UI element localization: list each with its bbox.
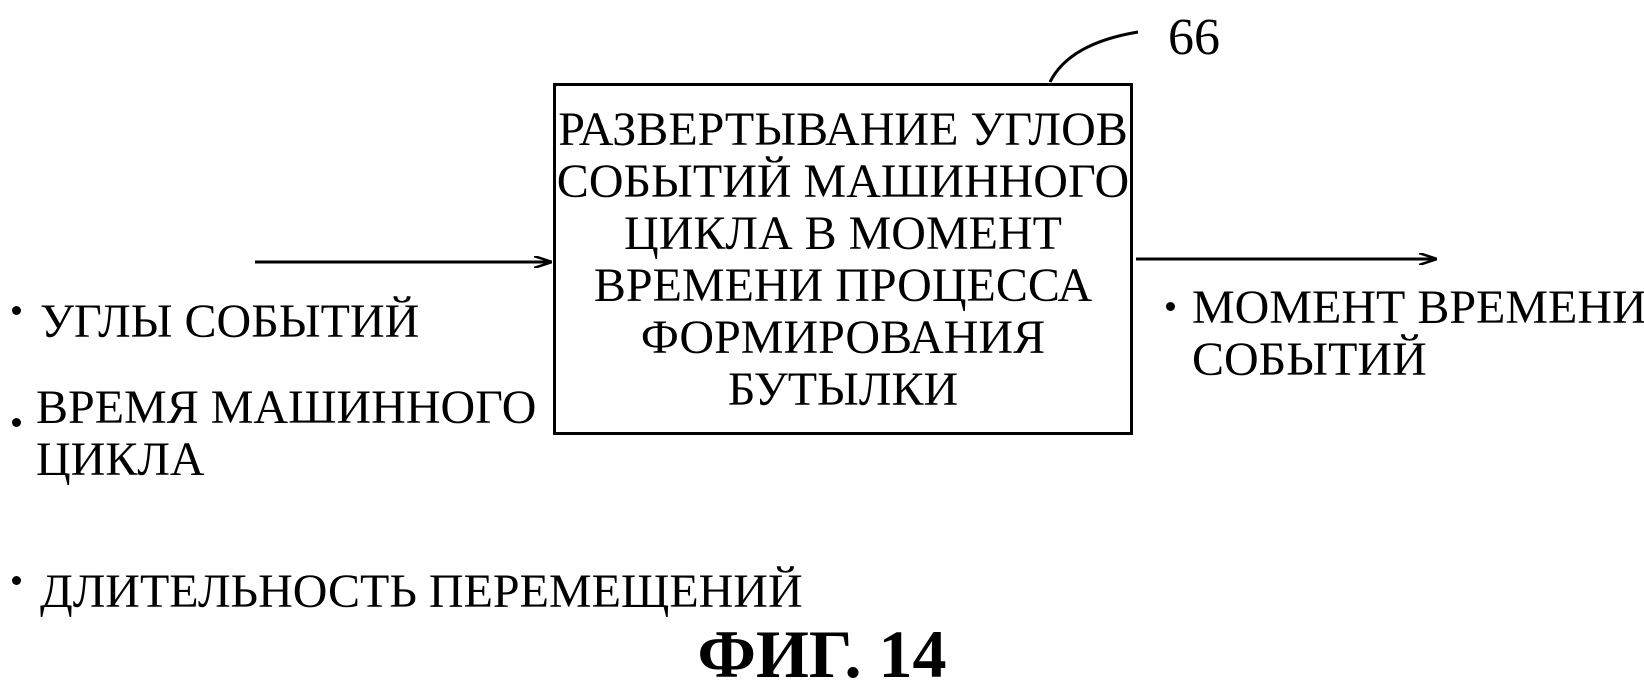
input-label-event-angles: УГЛЫ СОБЫТИЙ xyxy=(40,295,420,348)
reference-leader-line xyxy=(1048,30,1139,83)
reference-numeral: 66 xyxy=(1168,9,1220,66)
output-bullet xyxy=(1166,302,1175,311)
input-label-machine-cycle-time: ВРЕМЯ МАШИННОГО ЦИКЛА xyxy=(36,382,536,486)
input-bullet xyxy=(12,418,21,427)
process-block-line: СОБЫТИЙ МАШИННОГО xyxy=(556,155,1130,208)
input-bullet xyxy=(12,306,21,315)
process-block-line: ВРЕМЕНИ ПРОЦЕССА xyxy=(593,259,1093,312)
process-block-line: БУТЫЛКИ xyxy=(727,363,959,416)
process-block-line: ФОРМИРОВАНИЯ xyxy=(640,311,1046,364)
process-block: РАЗВЕРТЫВАНИЕ УГЛОВ СОБЫТИЙ МАШИННОГО ЦИ… xyxy=(553,83,1133,435)
figure-caption: ФИГ. 14 xyxy=(697,616,947,692)
input-label-line: ВРЕМЯ МАШИННОГО xyxy=(36,381,537,434)
input-label-line: ЦИКЛА xyxy=(36,433,205,486)
output-label-line: МОМЕНТ ВРЕМЕНИ xyxy=(1192,281,1644,334)
output-label-line: СОБЫТИЙ xyxy=(1192,333,1427,386)
input-label-move-durations: ДЛИТЕЛЬНОСТЬ ПЕРЕМЕЩЕНИЙ xyxy=(40,565,803,618)
process-block-line: ЦИКЛА В МОМЕНТ xyxy=(624,207,1062,260)
process-block-label: РАЗВЕРТЫВАНИЕ УГЛОВ СОБЫТИЙ МАШИННОГО ЦИ… xyxy=(556,104,1130,416)
output-label-event-time: МОМЕНТ ВРЕМЕНИ СОБЫТИЙ xyxy=(1192,282,1644,386)
input-bullet xyxy=(12,576,21,585)
process-block-line: РАЗВЕРТЫВАНИЕ УГЛОВ xyxy=(558,103,1128,156)
